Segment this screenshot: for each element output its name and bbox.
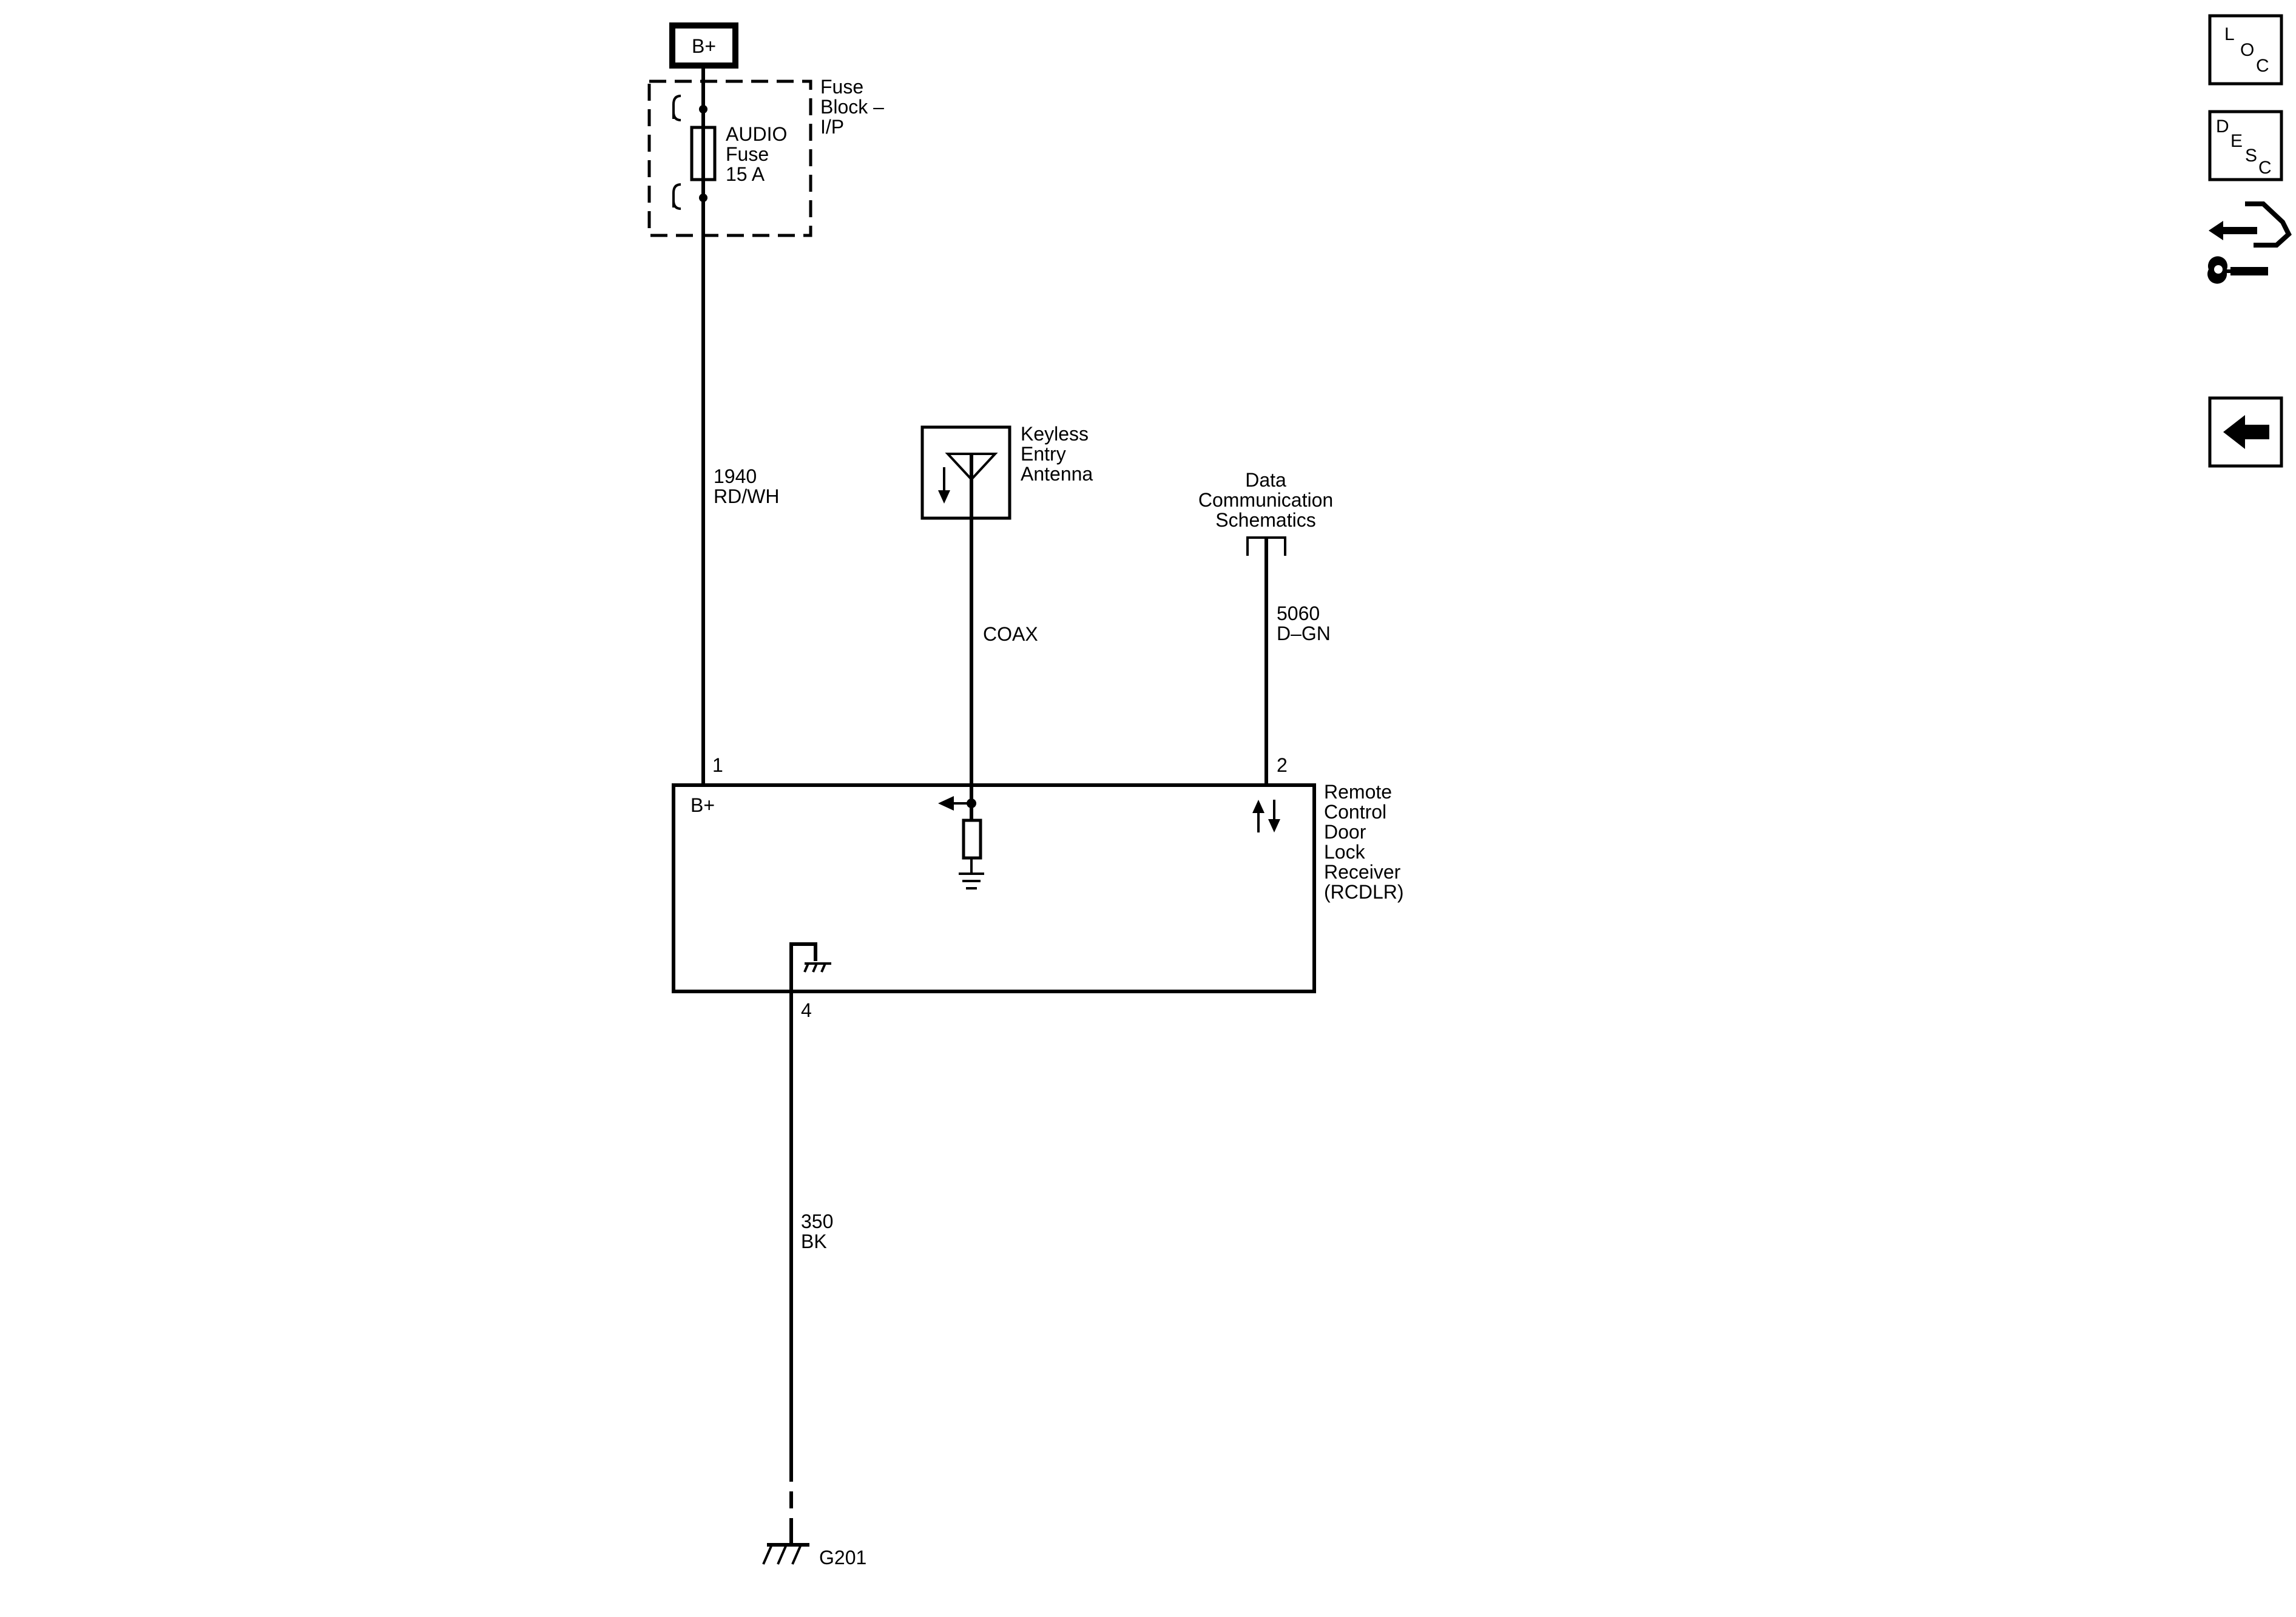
svg-text:Fuse: Fuse — [726, 143, 769, 165]
fuse-connector-bottom — [672, 183, 681, 208]
svg-text:Control: Control — [1324, 801, 1386, 823]
fuse-block: AUDIO Fuse 15 A Fuse Block – I/P — [647, 76, 884, 237]
svg-text:5060: 5060 — [1277, 603, 1320, 624]
svg-text:Entry: Entry — [1021, 443, 1066, 465]
svg-text:Lock: Lock — [1324, 841, 1366, 863]
fuse-connector-top — [672, 95, 681, 119]
wire-ground-label: 350 BK — [801, 1210, 833, 1252]
fuse-label: AUDIO Fuse 15 A — [726, 123, 787, 185]
left-arrow-icon — [2223, 415, 2269, 449]
svg-text:Communication: Communication — [1198, 489, 1333, 511]
svg-text:S: S — [2245, 146, 2257, 166]
svg-text:350: 350 — [801, 1210, 833, 1232]
module-ground-symbol — [803, 962, 831, 973]
termination-resistor — [962, 819, 982, 860]
svg-text:E: E — [2230, 131, 2243, 151]
svg-text:Receiver: Receiver — [1324, 861, 1401, 883]
connector-repair-button[interactable] — [2207, 201, 2292, 284]
bidirectional-arrows-icon — [1252, 800, 1280, 832]
back-button[interactable] — [2208, 396, 2283, 468]
svg-text:L: L — [2224, 24, 2235, 44]
pin-2-label: 2 — [1277, 754, 1288, 776]
svg-text:D: D — [2216, 116, 2229, 137]
loc-button[interactable]: L O C — [2208, 14, 2283, 86]
svg-text:AUDIO: AUDIO — [726, 123, 787, 145]
svg-text:O: O — [2240, 40, 2254, 60]
svg-text:C: C — [2256, 56, 2269, 76]
data-communication-link: Data Communication Schematics — [1198, 469, 1333, 556]
wire-power-label: 1940 RD/WH — [714, 465, 779, 507]
svg-text:15 A: 15 A — [726, 163, 765, 185]
wire-coax-label: COAX — [983, 623, 1038, 645]
svg-text:Data: Data — [1245, 469, 1286, 491]
module-name-label: Remote Control Door Lock Receiver (RCDLR… — [1324, 781, 1404, 903]
svg-text:Schematics: Schematics — [1215, 509, 1315, 531]
module-power-label: B+ — [690, 794, 715, 816]
rcdlr-module: B+ 1 2 4 R — [672, 754, 1404, 1021]
svg-text:BK: BK — [801, 1230, 827, 1252]
power-source-label: B+ — [692, 35, 716, 57]
svg-text:Remote: Remote — [1324, 781, 1392, 803]
svg-text:Keyless: Keyless — [1021, 423, 1089, 445]
svg-text:D–GN: D–GN — [1277, 623, 1331, 644]
desc-button[interactable]: D E S C — [2208, 110, 2283, 181]
wire-data-label: 5060 D–GN — [1277, 603, 1331, 644]
ground-point-label: G201 — [819, 1547, 866, 1568]
data-link-label: Data Communication Schematics — [1198, 469, 1333, 531]
svg-text:C: C — [2258, 158, 2272, 178]
module-internal-ground — [789, 942, 817, 991]
fuse-block-label: Fuse Block – I/P — [820, 76, 884, 138]
svg-text:(RCDLR): (RCDLR) — [1324, 881, 1404, 903]
keyless-entry-antenna: Keyless Entry Antenna — [920, 423, 1093, 520]
svg-text:1940: 1940 — [714, 465, 757, 487]
pin-1-label: 1 — [712, 754, 723, 776]
pin-4-label: 4 — [801, 999, 812, 1021]
svg-text:Block –: Block – — [820, 96, 884, 118]
input-arrow-icon — [938, 796, 954, 811]
svg-text:I/P: I/P — [820, 116, 844, 138]
svg-text:Door: Door — [1324, 821, 1366, 843]
svg-text:RD/WH: RD/WH — [714, 485, 779, 507]
antenna-label: Keyless Entry Antenna — [1021, 423, 1093, 485]
power-source-box: B+ — [669, 22, 738, 69]
svg-text:Fuse: Fuse — [820, 76, 863, 98]
connector-repair-icon — [2207, 201, 2292, 284]
ground-point-g201: G201 — [762, 1535, 866, 1568]
svg-text:Antenna: Antenna — [1021, 463, 1093, 485]
chassis-ground-symbol — [959, 873, 984, 890]
